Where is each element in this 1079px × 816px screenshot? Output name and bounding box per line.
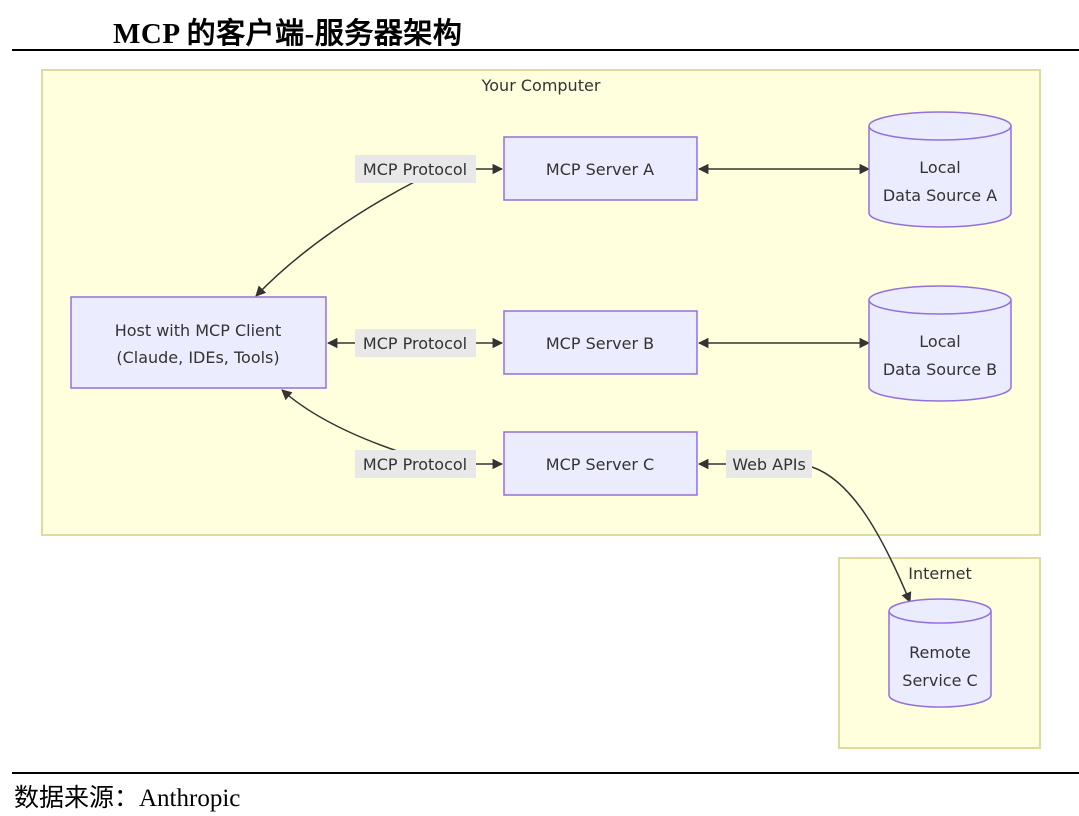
edge-label-bg bbox=[355, 155, 476, 183]
node-server-c[interactable]: MCP Server C bbox=[503, 431, 698, 496]
edge-label-bg bbox=[726, 450, 812, 478]
node-server-a-box[interactable] bbox=[503, 136, 698, 201]
edge-label-mcp-protocol-b: MCP Protocol bbox=[363, 334, 467, 353]
node-remote-service-c-line-2: Service C bbox=[902, 671, 977, 690]
cylinder-body[interactable] bbox=[888, 611, 992, 708]
node-data-source-b-line-1: Local bbox=[919, 332, 960, 351]
node-server-b[interactable]: MCP Server B bbox=[503, 310, 698, 375]
edge-label-web-apis: Web APIs bbox=[732, 455, 806, 474]
edge-label-mcp-protocol-c: MCP Protocol bbox=[363, 455, 467, 474]
node-server-c-label: MCP Server C bbox=[546, 455, 654, 474]
cylinder-body[interactable] bbox=[868, 300, 1012, 402]
node-server-b-box[interactable] bbox=[503, 310, 698, 375]
node-host-line-1: Host with MCP Client bbox=[115, 321, 282, 340]
edge-host-serverA-curve bbox=[255, 179, 419, 297]
title-divider bbox=[12, 49, 1079, 51]
cylinder-top bbox=[868, 111, 1012, 141]
source-note: 数据来源：Anthropic bbox=[14, 785, 241, 812]
node-server-a[interactable]: MCP Server A bbox=[503, 136, 698, 201]
node-server-b-label: MCP Server B bbox=[546, 334, 654, 353]
node-data-source-a-line-1: Local bbox=[919, 158, 960, 177]
edges: MCP Protocol MCP Protocol MCP Protocol W… bbox=[255, 155, 912, 603]
node-remote-service-c-line-1: Remote bbox=[909, 643, 971, 662]
node-server-a-label: MCP Server A bbox=[546, 160, 654, 179]
cylinder-top bbox=[888, 598, 992, 624]
node-data-source-a-line-2: Data Source A bbox=[883, 186, 997, 205]
group-label: Your Computer bbox=[481, 76, 601, 95]
edge-label-bg bbox=[355, 450, 476, 478]
edge-label-bg bbox=[355, 329, 476, 357]
node-host[interactable]: Host with MCP Client (Claude, IDEs, Tool… bbox=[70, 296, 327, 389]
node-data-source-b[interactable]: Local Data Source B bbox=[868, 285, 1012, 402]
cylinder-body[interactable] bbox=[868, 126, 1012, 228]
node-server-c-box[interactable] bbox=[503, 431, 698, 496]
node-host-line-2: (Claude, IDEs, Tools) bbox=[116, 348, 279, 367]
node-data-source-a[interactable]: Local Data Source A bbox=[868, 111, 1012, 228]
edge-host-serverC-curve bbox=[281, 389, 401, 453]
page-title: MCP 的客户端-服务器架构 bbox=[113, 18, 463, 50]
footer-divider bbox=[12, 772, 1079, 774]
edge-label-mcp-protocol-a: MCP Protocol bbox=[363, 160, 467, 179]
cylinder-top bbox=[868, 285, 1012, 315]
node-host-box[interactable] bbox=[70, 296, 327, 389]
group-label: Internet bbox=[908, 564, 972, 583]
group-internet: Internet bbox=[838, 557, 1041, 749]
node-remote-service-c[interactable]: Remote Service C bbox=[888, 598, 992, 708]
node-data-source-b-line-2: Data Source B bbox=[883, 360, 997, 379]
edge-webapi-remoteC-curve bbox=[811, 466, 912, 603]
